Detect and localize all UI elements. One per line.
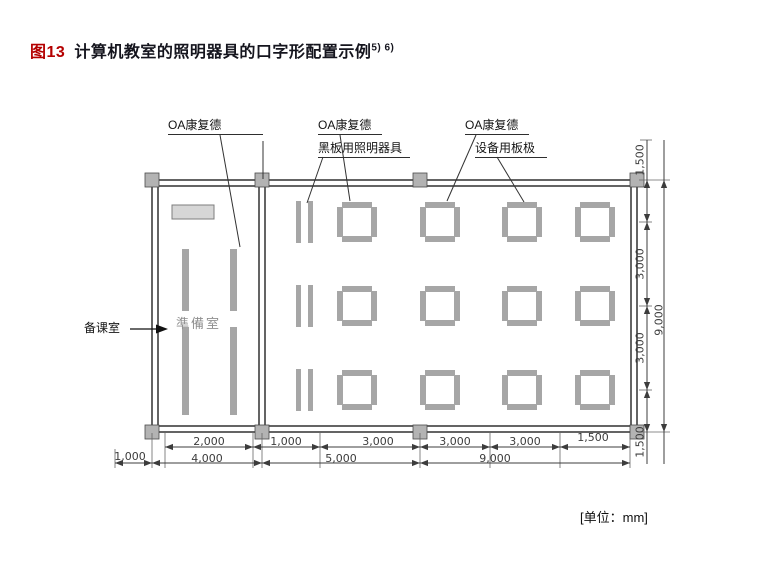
extension-lines: [114, 139, 670, 468]
dimension-label: 9,000: [652, 304, 666, 336]
dimension-label: 3,000: [633, 248, 647, 280]
callout-equipment-panel: 设备用板极: [475, 141, 547, 159]
square-fixture: [337, 370, 377, 410]
figure-caption: 图13 计算机教室的照明器具的口字形配置示例5) 6): [30, 38, 394, 62]
prep-room-cabinet: [171, 204, 215, 220]
square-fixture: [420, 202, 460, 242]
callout-oa-fixture-2: OA康复德: [318, 118, 382, 136]
dimension-label: 1,500: [633, 426, 647, 458]
blackboard-light-bar: [296, 369, 313, 411]
dimension-label: 2,000: [193, 435, 225, 448]
dimension-label: 1,000: [270, 435, 302, 448]
callout-oa-fixture-3: OA康复德: [465, 118, 529, 136]
dimension-lines: [115, 140, 668, 467]
callout-blackboard-light: 黑板用照明器具: [318, 141, 410, 159]
dimension-label: 1,500: [577, 431, 609, 444]
wall-posts: [144, 172, 645, 440]
square-fixture: [502, 286, 542, 326]
blackboard-light-bar: [296, 201, 313, 243]
callout-prep-room: 备课室: [84, 321, 121, 335]
square-fixture: [575, 286, 615, 326]
figure-number: 图13: [30, 44, 66, 61]
walls: [151, 179, 638, 433]
prep-room-arrow: [130, 324, 168, 334]
square-fixture: [575, 202, 615, 242]
square-fixture: [337, 286, 377, 326]
square-fixture: [502, 370, 542, 410]
dimension-label: 3,000: [633, 332, 647, 364]
square-fixture: [575, 370, 615, 410]
figure-superscript: 5) 6): [371, 42, 395, 54]
callout-oa-fixture-1: OA康复德: [168, 118, 263, 136]
dimension-label: 5,000: [325, 452, 357, 465]
square-fixture: [420, 370, 460, 410]
dimension-label: 9,000: [479, 452, 511, 465]
prep-room-interior-label: 準備室: [176, 316, 222, 331]
blackboard-light-bar: [296, 285, 313, 327]
figure-title: 计算机教室的照明器具的口字形配置示例: [74, 44, 372, 61]
dimension-label: 1,000: [114, 450, 146, 463]
dimension-label: 3,000: [439, 435, 471, 448]
blackboard-lights: [296, 201, 313, 411]
oa-square-fixtures: [337, 202, 615, 410]
leader-lines: [219, 134, 525, 248]
dimension-label: 3,000: [509, 435, 541, 448]
square-fixture: [337, 202, 377, 242]
unit-note: [单位：mm]: [580, 510, 648, 525]
prep-room-fixtures: [171, 204, 237, 415]
dimension-label: 4,000: [191, 452, 223, 465]
dimension-label: 1,500: [633, 144, 647, 176]
dimension-label: 3,000: [362, 435, 394, 448]
square-fixture: [420, 286, 460, 326]
square-fixture: [502, 202, 542, 242]
